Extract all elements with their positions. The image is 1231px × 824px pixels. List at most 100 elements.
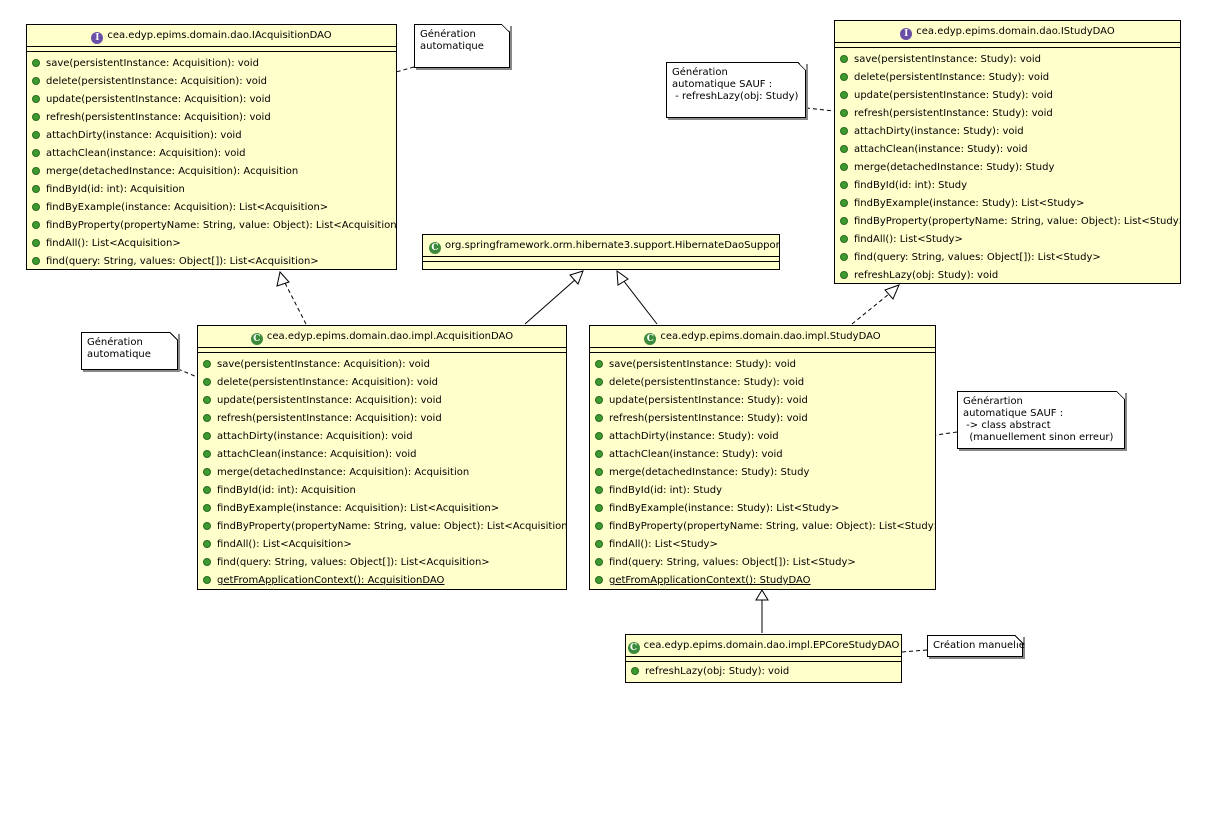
note-anchor-acqimpl (177, 368, 198, 378)
public-operation-icon (32, 221, 40, 229)
operation[interactable]: findAll(): List<Study> (835, 231, 1180, 249)
public-operation-icon (595, 468, 603, 476)
operation[interactable]: findById(id: int): Study (835, 177, 1180, 195)
operation[interactable]: save(persistentInstance: Acquisition): v… (27, 55, 396, 73)
operation[interactable]: find(query: String, values: Object[]): L… (27, 253, 396, 271)
public-operation-icon (32, 131, 40, 139)
realization-arrowhead-acquisition (276, 270, 290, 287)
public-operation-icon (595, 414, 603, 422)
public-operation-icon (840, 181, 848, 189)
operation[interactable]: findById(id: int): Study (590, 482, 935, 500)
operation[interactable]: update(persistentInstance: Acquisition):… (198, 392, 566, 410)
note-istudydao[interactable]: Génération automatique SAUF : - refreshL… (666, 62, 806, 118)
public-operation-icon (32, 257, 40, 265)
attributes-compartment (198, 348, 566, 353)
operation[interactable]: findByProperty(propertyName: String, val… (198, 518, 566, 536)
operation[interactable]: findById(id: int): Acquisition (27, 181, 396, 199)
operation[interactable]: find(query: String, values: Object[]): L… (590, 554, 935, 572)
operation[interactable]: findAll(): List<Acquisition> (198, 536, 566, 554)
operation[interactable]: find(query: String, values: Object[]): L… (198, 554, 566, 572)
operation[interactable]: attachDirty(instance: Acquisition): void (27, 127, 396, 145)
operation[interactable]: delete(persistentInstance: Acquisition):… (27, 73, 396, 91)
operation[interactable]: delete(persistentInstance: Study): void (835, 69, 1180, 87)
operation[interactable]: findByProperty(propertyName: String, val… (590, 518, 935, 536)
realization-acquisition (284, 282, 307, 325)
public-operation-icon (203, 450, 211, 458)
operation[interactable]: findAll(): List<Study> (590, 536, 935, 554)
class-name: cea.edyp.epims.domain.dao.IAcquisitionDA… (107, 30, 332, 41)
operation[interactable]: findByProperty(propertyName: String, val… (27, 217, 396, 235)
operation[interactable]: merge(detachedInstance: Study): Study (835, 159, 1180, 177)
operation[interactable]: findByExample(instance: Study): List<Stu… (835, 195, 1180, 213)
operation[interactable]: findById(id: int): Acquisition (198, 482, 566, 500)
operation[interactable]: refresh(persistentInstance: Acquisition)… (27, 109, 396, 127)
class-name: cea.edyp.epims.domain.dao.impl.EPCoreStu… (643, 640, 900, 651)
public-operation-icon (32, 77, 40, 85)
operation[interactable]: attachClean(instance: Study): void (590, 446, 935, 464)
public-operation-icon (595, 432, 603, 440)
attributes-compartment (423, 257, 779, 262)
public-operation-icon (203, 378, 211, 386)
note-epcorestudydao[interactable]: Création manuelle (927, 635, 1025, 657)
operation[interactable]: attachClean(instance: Acquisition): void (27, 145, 396, 163)
generalization-acquisition-hds (524, 278, 577, 325)
note-iacquisitiondao[interactable]: Génération automatique (414, 24, 510, 68)
operation[interactable]: update(persistentInstance: Acquisition):… (27, 91, 396, 109)
operations-compartment: save(persistentInstance: Study): void de… (590, 353, 935, 590)
static-operation[interactable]: getFromApplicationContext(): StudyDAO (590, 572, 935, 590)
operation[interactable]: refreshLazy(obj: Study): void (626, 663, 901, 681)
public-operation-icon (203, 360, 211, 368)
interface-icon: I (91, 32, 104, 44)
operation[interactable]: refresh(persistentInstance: Study): void (590, 410, 935, 428)
operation[interactable]: delete(persistentInstance: Study): void (590, 374, 935, 392)
operation[interactable]: merge(detachedInstance: Study): Study (590, 464, 935, 482)
note-acquisitiondao-impl[interactable]: Génération automatique (81, 332, 178, 370)
operation[interactable]: attachDirty(instance: Acquisition): void (198, 428, 566, 446)
public-operation-icon (32, 149, 40, 157)
static-operation[interactable]: getFromApplicationContext(): Acquisition… (198, 572, 566, 590)
note-studydao-impl[interactable]: Générartion automatique SAUF : -> class … (957, 391, 1125, 449)
operation[interactable]: save(persistentInstance: Acquisition): v… (198, 356, 566, 374)
operation[interactable]: update(persistentInstance: Study): void (835, 87, 1180, 105)
operation[interactable]: findByExample(instance: Acquisition): Li… (198, 500, 566, 518)
operation[interactable]: merge(detachedInstance: Acquisition): Ac… (27, 163, 396, 181)
operation[interactable]: merge(detachedInstance: Acquisition): Ac… (198, 464, 566, 482)
interface-icon: I (900, 28, 913, 40)
operation[interactable]: save(persistentInstance: Study): void (835, 51, 1180, 69)
note-anchor-epcore (901, 649, 928, 653)
operation[interactable]: findByExample(instance: Study): List<Stu… (590, 500, 935, 518)
class-name: cea.edyp.epims.domain.dao.impl.StudyDAO (660, 331, 881, 342)
generalization-arrowhead-study (616, 269, 629, 286)
operation[interactable]: attachDirty(instance: Study): void (835, 123, 1180, 141)
operation[interactable]: attachClean(instance: Study): void (835, 141, 1180, 159)
operation[interactable]: findAll(): List<Acquisition> (27, 235, 396, 253)
operation[interactable]: attachClean(instance: Acquisition): void (198, 446, 566, 464)
attributes-compartment (835, 43, 1180, 48)
operation[interactable]: refreshLazy(obj: Study): void (835, 267, 1180, 285)
operation[interactable]: save(persistentInstance: Study): void (590, 356, 935, 374)
public-operation-icon (595, 522, 603, 530)
operation[interactable]: findByExample(instance: Acquisition): Li… (27, 199, 396, 217)
public-operation-icon (840, 235, 848, 243)
public-operation-icon (203, 522, 211, 530)
realization-arrowhead-study (884, 284, 900, 300)
operations-compartment: refreshLazy(obj: Study): void (626, 662, 901, 681)
realization-study (851, 293, 890, 325)
operation[interactable]: update(persistentInstance: Study): void (590, 392, 935, 410)
public-operation-icon (840, 73, 848, 81)
operation[interactable]: refresh(persistentInstance: Acquisition)… (198, 410, 566, 428)
operation[interactable]: delete(persistentInstance: Acquisition):… (198, 374, 566, 392)
operation[interactable]: find(query: String, values: Object[]): L… (835, 249, 1180, 267)
operation[interactable]: refresh(persistentInstance: Study): void (835, 105, 1180, 123)
operation[interactable]: attachDirty(instance: Study): void (590, 428, 935, 446)
operation[interactable]: findByProperty(propertyName: String, val… (835, 213, 1180, 231)
attributes-compartment (626, 657, 901, 662)
